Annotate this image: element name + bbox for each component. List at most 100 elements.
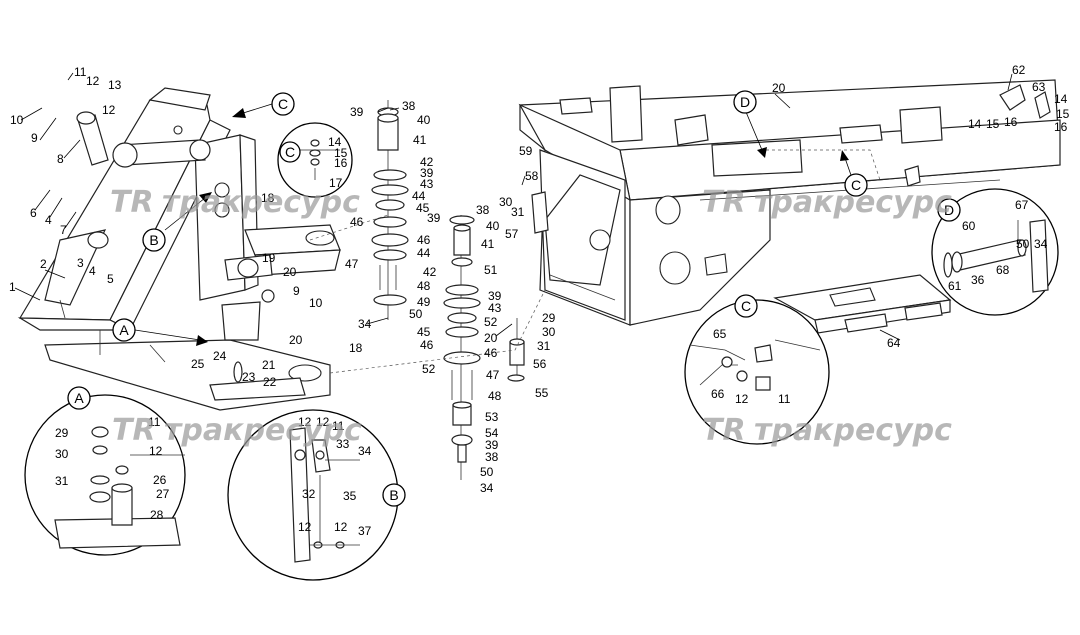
watermark-logo: TR: [702, 413, 746, 448]
part-label: 47: [486, 368, 500, 382]
part-label: 53: [485, 410, 499, 424]
part-label: 47: [345, 257, 359, 271]
detail-circle-A: [24, 394, 186, 556]
watermark-logo: TR: [110, 185, 154, 220]
part-label: 45: [417, 325, 431, 339]
part-label: 12: [149, 444, 163, 458]
part-label: 8: [57, 152, 64, 166]
callout-A-main: A: [119, 322, 129, 338]
part-label: 64: [887, 336, 901, 350]
part-label: 22: [263, 375, 277, 389]
part-label: 4: [45, 213, 52, 227]
part-label: 50: [480, 465, 494, 479]
part-label: 59: [519, 144, 533, 158]
part-label: 12: [298, 520, 312, 534]
part-label: 41: [481, 237, 495, 251]
part-label: 16: [334, 156, 348, 170]
part-label: 42: [420, 155, 434, 169]
bracket-57: [531, 191, 549, 234]
part-label: 12: [334, 520, 348, 534]
part-label: 35: [343, 489, 357, 503]
watermark-text: тракресурс: [754, 185, 952, 220]
part-label: 11: [148, 415, 161, 429]
part-label: 57: [505, 227, 519, 241]
part-label: 44: [412, 189, 426, 203]
part-label: 40: [486, 219, 500, 233]
callout-C-small: C: [285, 144, 295, 160]
part-label: 15: [1056, 107, 1070, 121]
part-label: 46: [484, 346, 498, 360]
part-label: 13: [108, 78, 122, 92]
part-label: 26: [153, 473, 167, 487]
part-label: 31: [537, 339, 551, 353]
watermark-text: тракресурс: [754, 413, 952, 448]
callout-D-top: D: [740, 94, 750, 110]
watermark-2: TR тракресурс: [702, 185, 952, 220]
part-label: 58: [525, 169, 539, 183]
part-label: 50: [409, 307, 423, 321]
part-label: 36: [971, 273, 985, 287]
part-label: 29: [55, 426, 69, 440]
part-label: 43: [420, 177, 434, 191]
part-label: 48: [417, 279, 431, 293]
part-label: 30: [542, 325, 556, 339]
part-label: 19: [262, 251, 276, 265]
part-label: 5: [107, 272, 114, 286]
part-label: 46: [417, 233, 431, 247]
part-label: 50: [1016, 237, 1030, 251]
part-label: 11: [332, 419, 345, 433]
center-pin-stack-2: [443, 215, 481, 480]
part-label: 18: [261, 191, 275, 205]
part-label: 62: [1012, 63, 1026, 77]
part-label: 20: [772, 81, 786, 95]
part-label: 45: [416, 201, 430, 215]
part-label: 3: [77, 256, 84, 270]
part-label: 34: [480, 481, 494, 495]
part-label: 38: [476, 203, 490, 217]
part-label: 68: [996, 263, 1010, 277]
part-label: 23: [242, 370, 256, 384]
callout-letters: C A B D C A B C C D: [67, 90, 961, 507]
part-label: 67: [1015, 198, 1029, 212]
callout-C-right: C: [851, 177, 861, 193]
watermark-3: TR тракресурс: [112, 413, 362, 448]
part-label: 12: [735, 392, 749, 406]
detail-circle-C-small: [277, 122, 353, 198]
part-label: 55: [535, 386, 549, 400]
callout-D-detail: D: [944, 202, 954, 218]
part-label: 12: [102, 103, 116, 117]
part-label: 38: [402, 99, 416, 113]
part-label: 52: [484, 315, 498, 329]
part-label: 52: [422, 362, 436, 376]
part-label: 33: [336, 437, 350, 451]
part-label: 15: [334, 146, 348, 160]
part-label: 2: [40, 257, 47, 271]
part-label: 48: [488, 389, 502, 403]
part-label: 1: [9, 280, 16, 294]
part-label: 43: [488, 301, 502, 315]
part-label: 38: [485, 450, 499, 464]
part-label: 10: [309, 296, 323, 310]
part-label: 31: [55, 474, 69, 488]
center-pin-stack-1: [371, 100, 409, 320]
detail-circle-D: [931, 188, 1059, 316]
leader-lines: [14, 72, 1013, 341]
part-label: 34: [358, 317, 372, 331]
part-label: 54: [485, 426, 499, 440]
part-label: 37: [358, 524, 372, 538]
part-label: 56: [533, 357, 547, 371]
watermark-text: тракресурс: [164, 413, 362, 448]
part-label: 63: [1032, 80, 1046, 94]
part-label: 11: [778, 392, 791, 406]
part-label: 32: [302, 487, 316, 501]
part-label: 16: [1004, 115, 1018, 129]
callout-arrows: [134, 103, 853, 346]
watermark-1: TR тракресурс: [110, 185, 360, 220]
part-label: 12: [316, 415, 330, 429]
callout-B-detail: B: [389, 487, 398, 503]
callout-B-main: B: [149, 232, 158, 248]
part-label: 20: [289, 333, 303, 347]
part-label: 39: [485, 438, 499, 452]
